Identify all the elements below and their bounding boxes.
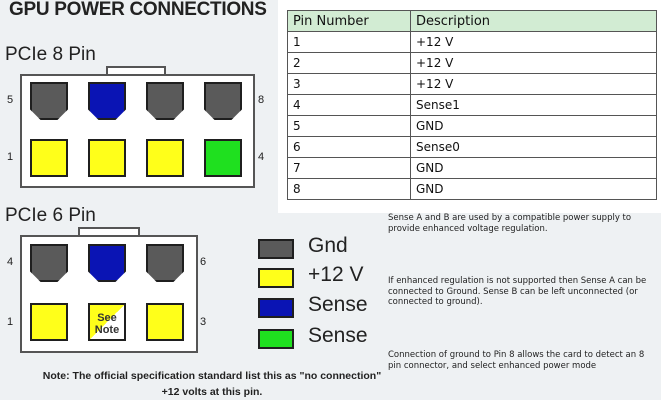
pin-number-cell: 7 [287,157,411,179]
legend-swatch-sense [258,298,294,318]
pcie6-pin-bottom-3 [146,303,184,341]
pcie8-pin-number-8: 8 [258,94,265,106]
pcie8-pin-top-2 [88,82,126,120]
pcie-8pin-label: PCIe 8 Pin [5,44,96,65]
footnote-line-1: Note: The official specification standar… [42,370,382,382]
pcie-6pin-label: PCIe 6 Pin [5,205,96,226]
description-paragraph-2: If enhanced regulation is not supported … [388,276,647,308]
description-cell: GND [410,157,657,179]
pin-number-cell: 1 [287,31,411,53]
table-row: 2+12 V [287,52,657,74]
description-cell: GND [410,178,657,200]
pcie6-pin-number-4: 4 [7,256,14,268]
legend-label-sense: Sense [308,293,368,316]
diagram-title: GPU POWER CONNECTIONS [9,0,267,20]
description-cell: +12 V [410,73,657,95]
table-row: 3+12 V [287,73,657,95]
pcie-8pin-latch [106,66,166,76]
pin-number-cell: 5 [287,115,411,137]
pcie8-pin-bottom-1 [30,139,68,177]
footnote-line-2: +12 volts at this pin. [161,386,263,398]
table-row: 1+12 V [287,31,657,53]
pcie6-pin-number-6: 6 [200,256,207,268]
pcie8-pin-number-5: 5 [7,94,14,106]
description-cell: Sense0 [410,136,657,158]
table-header-row: Pin Number Description [287,10,657,32]
legend-swatch-gnd [258,239,294,259]
pcie8-pin-bottom-2 [88,139,126,177]
description-cell: GND [410,115,657,137]
header-description: Description [410,10,657,32]
pin-number-cell: 3 [287,73,411,95]
description-cell: +12 V [410,52,657,74]
pin-number-cell: 4 [287,94,411,116]
pcie8-pin-top-4 [204,82,242,120]
pcie8-pin-bottom-3 [146,139,184,177]
pcie6-pin-number-3: 3 [200,316,207,328]
pcie8-pin-top-3 [146,82,184,120]
description-cell: +12 V [410,31,657,53]
pcie8-pin-number-1: 1 [7,151,14,163]
description-paragraph-1: Sense A and B are used by a compatible p… [388,213,632,234]
pcie8-pin-top-1 [30,82,68,120]
pcie6-pin-top-2 [88,244,126,282]
legend-swatch-sense0 [258,329,294,349]
description-cell: Sense1 [410,94,657,116]
pcie6-pin-top-1 [30,244,68,282]
description-paragraph-3: Connection of ground to Pin 8 allows the… [388,350,645,371]
pin-number-cell: 6 [287,136,411,158]
pcie8-pin-number-4: 4 [258,151,265,163]
legend-label-gnd: Gnd [308,234,348,257]
header-pin-number: Pin Number [287,10,411,32]
pcie6-pin-top-3 [146,244,184,282]
pin-number-cell: 8 [287,178,411,200]
pcie-6pin-latch [78,227,140,237]
footnote: Note: The official specification standar… [22,368,402,400]
pcie8-pin-bottom-4 [204,139,242,177]
pcie6-pin-bottom-1 [30,303,68,341]
pin-number-cell: 2 [287,52,411,74]
pcie6-pin-number-1: 1 [7,316,14,328]
legend-swatch-v12 [258,268,294,288]
legend-label-sense0: Sense [308,324,368,347]
legend-label-v12: +12 V [308,263,364,286]
